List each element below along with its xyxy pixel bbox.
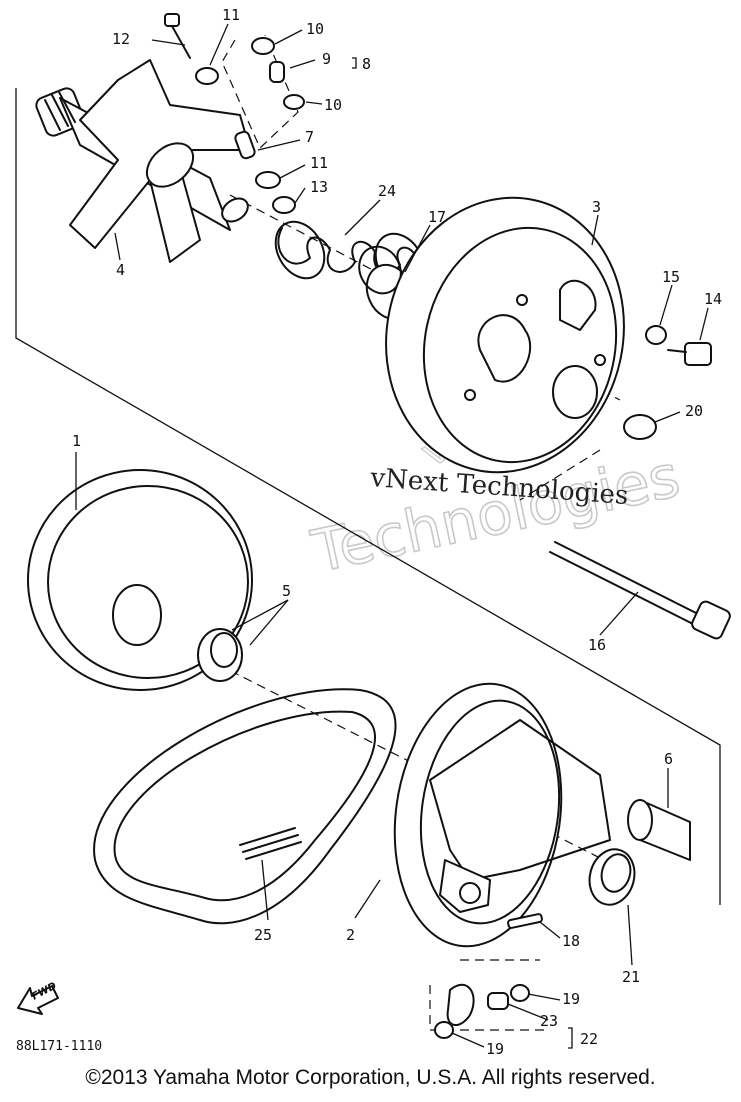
exploded-parts-diagram: Technologies vNext vNext Technologies	[15, 6, 731, 1058]
part-label-4: 4	[116, 261, 125, 279]
bolt-axis-line	[519, 449, 601, 501]
part-label-8: 8	[362, 55, 371, 73]
drive-belt	[93, 688, 397, 925]
part-label-16: 16	[588, 636, 606, 654]
part-label-21: 21	[622, 968, 640, 986]
part-label-10-upper: 10	[306, 20, 324, 38]
long-bolt	[549, 541, 731, 640]
fixed-sheave	[27, 469, 253, 691]
part-label-7: 7	[305, 128, 314, 146]
fwd-arrow-icon: FWD	[17, 981, 59, 1015]
part-label-9: 9	[322, 50, 331, 68]
bolts-and-washers	[623, 325, 712, 440]
sleeve-and-ring	[588, 799, 691, 906]
part-label-12: 12	[112, 30, 130, 48]
part-label-2: 2	[346, 926, 355, 944]
part-label-25: 25	[254, 926, 272, 944]
copyright-notice: ©2013 Yamaha Motor Corporation, U.S.A. A…	[85, 1066, 656, 1089]
roller-group-outline	[429, 985, 545, 1031]
spider-assembly	[35, 59, 251, 263]
small-hardware	[164, 13, 305, 214]
part-label-11-lower: 11	[310, 154, 328, 172]
diagram-code: 88L171-1110	[16, 1039, 102, 1054]
part-label-22: 22	[580, 1030, 598, 1048]
part-label-24: 24	[378, 182, 396, 200]
part-label-18: 18	[562, 932, 580, 950]
part-label-17: 17	[428, 208, 446, 226]
secondary-sheave	[393, 682, 611, 948]
part-label-10-lower: 10	[324, 96, 342, 114]
part-label-11-upper: 11	[222, 6, 240, 24]
part-label-19-upper: 19	[562, 990, 580, 1008]
part-label-20: 20	[685, 402, 703, 420]
part-label-14: 14	[704, 290, 722, 308]
part-label-13: 13	[310, 178, 328, 196]
part-label-23: 23	[540, 1012, 558, 1030]
part-label-15: 15	[662, 268, 680, 286]
part-label-6: 6	[664, 750, 673, 768]
weight-group-outline	[221, 34, 299, 150]
assembly-bracket-line	[15, 88, 721, 905]
movable-sheave	[385, 196, 625, 474]
part-label-5: 5	[282, 582, 291, 600]
roller-parts	[434, 913, 543, 1039]
part-labels: 12 11 10 9 8 10 7 11 13 24 17 3 4 15 14 …	[72, 6, 722, 1058]
part-label-1: 1	[72, 432, 81, 450]
part-label-3: 3	[592, 198, 601, 216]
sheave-bushing	[197, 628, 243, 682]
leader-lines	[75, 23, 709, 1049]
part-label-19-lower: 19	[486, 1040, 504, 1058]
